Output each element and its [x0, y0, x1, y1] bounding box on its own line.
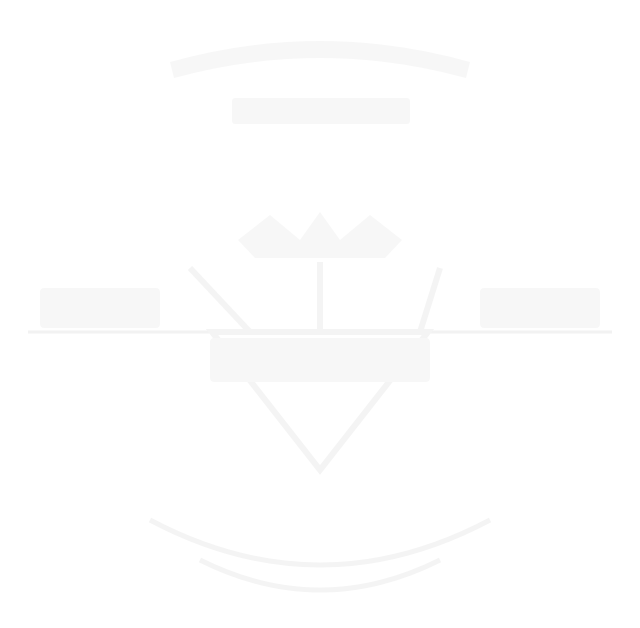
crown-marks: [238, 212, 402, 258]
side-banner-marks: [40, 288, 600, 328]
center-banner: [210, 338, 430, 382]
diamond-marks: [187, 262, 443, 475]
bottom-script-marks: [148, 517, 492, 593]
top-arch-marks: [170, 41, 470, 124]
